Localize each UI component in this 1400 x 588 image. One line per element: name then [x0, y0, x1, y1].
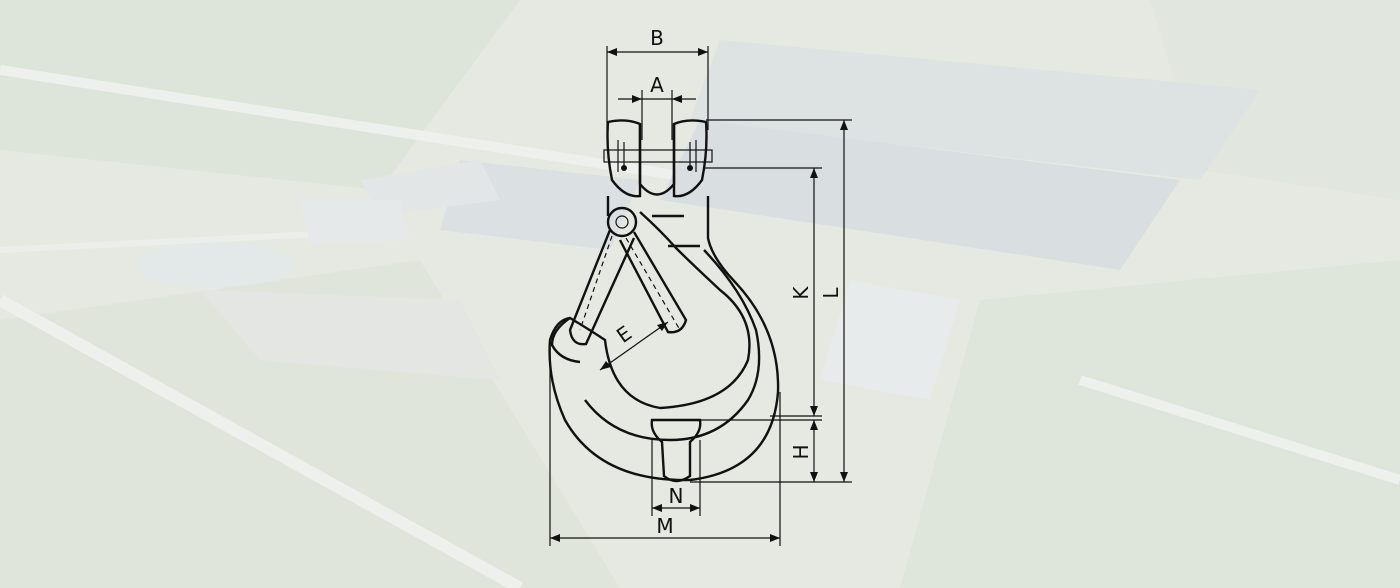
dimension-k: K	[704, 167, 822, 417]
dimension-a: A	[618, 73, 696, 140]
dimension-n: N	[651, 440, 701, 516]
label-a: A	[650, 73, 664, 97]
dimension-b: B	[606, 26, 709, 130]
label-l: L	[819, 287, 843, 299]
label-n: N	[669, 484, 684, 508]
hook-bottom-section	[650, 418, 702, 483]
label-e: E	[612, 321, 636, 348]
dimension-e: E	[599, 321, 669, 371]
label-m: M	[656, 514, 673, 538]
hook-eye-section	[603, 119, 713, 198]
label-h: H	[789, 444, 813, 459]
dimension-l: L	[690, 119, 852, 483]
label-k: K	[789, 286, 813, 300]
label-b: B	[650, 26, 664, 50]
hook-body	[548, 196, 780, 482]
dimension-h: H	[700, 419, 822, 482]
dimension-m: M	[549, 340, 781, 546]
hook-latch	[568, 206, 688, 346]
